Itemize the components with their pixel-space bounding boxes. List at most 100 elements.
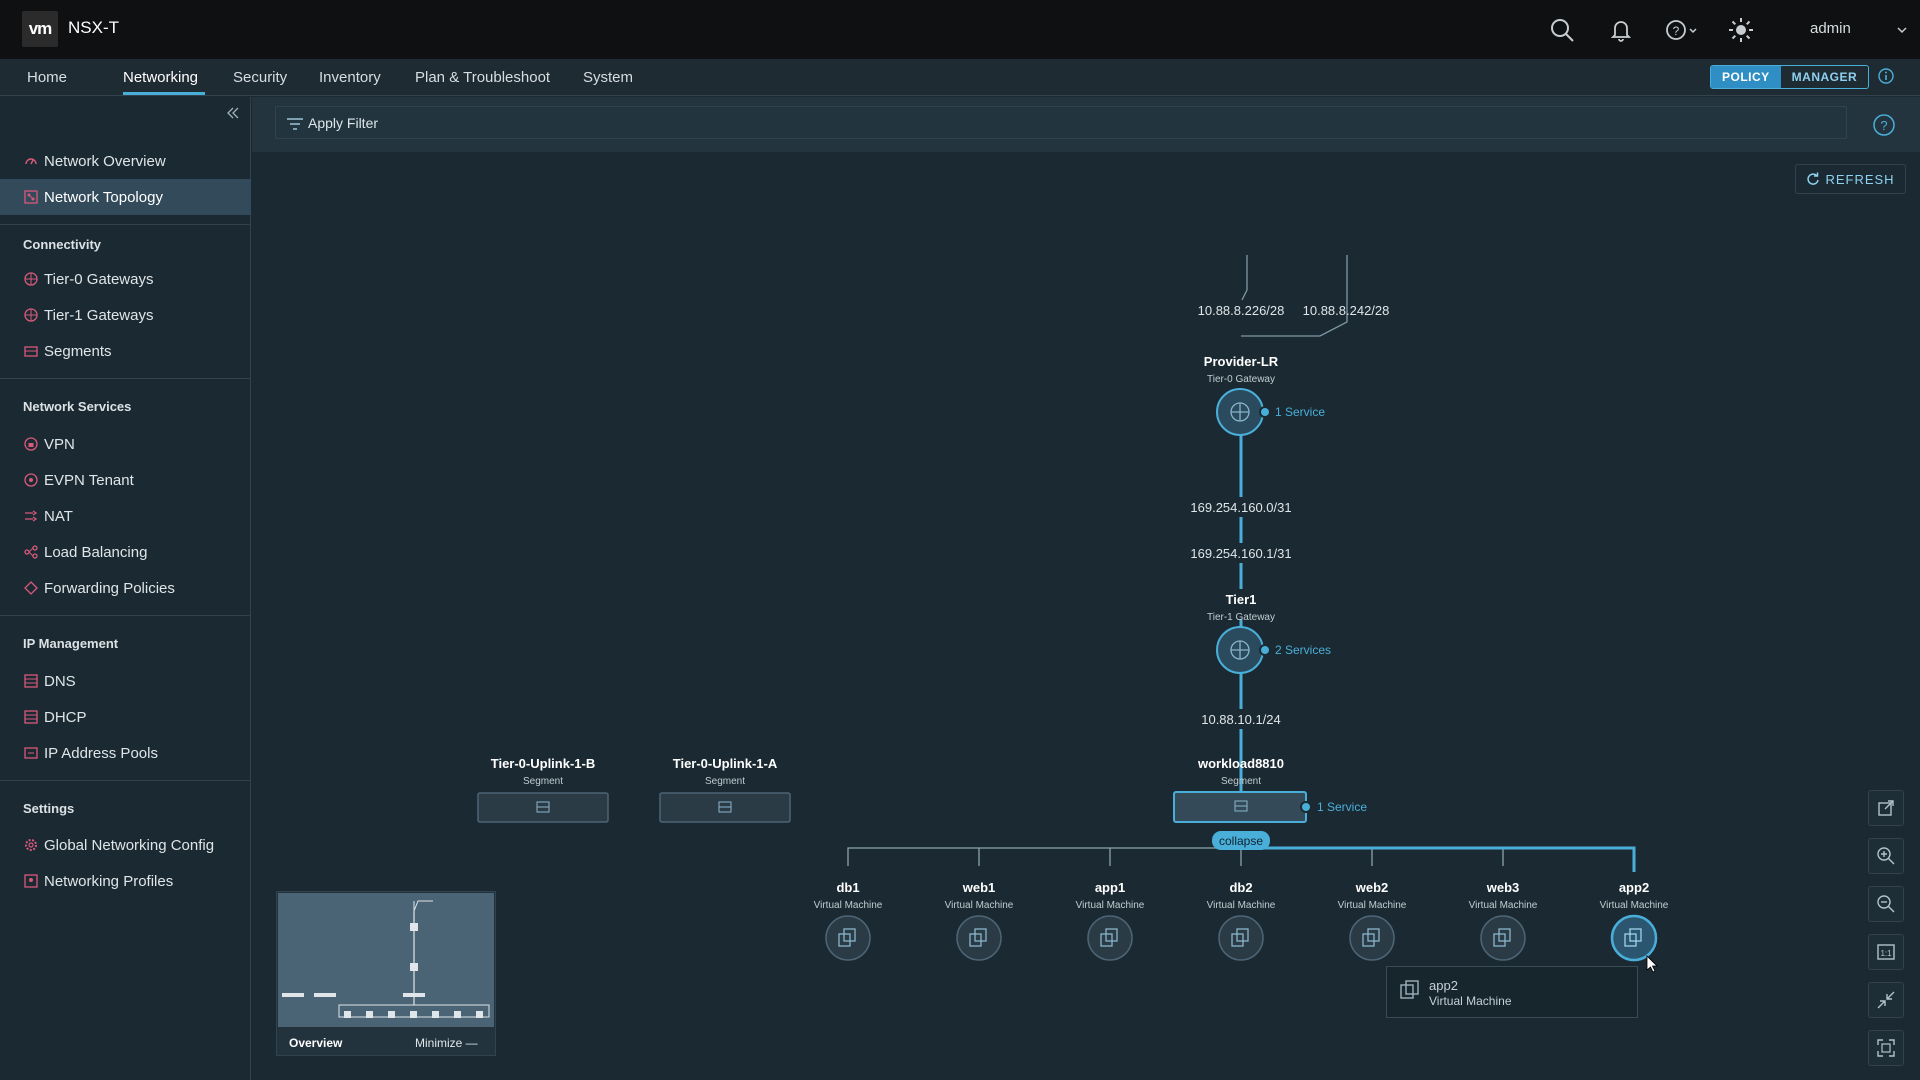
segment-icon <box>1234 800 1248 812</box>
transit-ip-label: 169.254.160.1/31 <box>1190 546 1291 561</box>
sidebar-item-label: Tier-1 Gateways <box>44 306 154 324</box>
overview-map[interactable] <box>278 893 494 1027</box>
sidebar-item-vpn[interactable]: VPN <box>0 426 251 462</box>
sidebar-item-label: IP Address Pools <box>44 744 158 762</box>
segment-icon <box>24 346 38 357</box>
nav-networking[interactable]: Networking <box>123 69 199 86</box>
filter-bar[interactable]: Apply Filter <box>275 106 1847 139</box>
overview-minimap[interactable]: Overview Minimize — <box>276 891 496 1056</box>
sidebar-divider <box>0 780 251 781</box>
service-indicator[interactable] <box>1259 644 1271 656</box>
collapse-label: collapse <box>1219 834 1263 848</box>
vm-node[interactable] <box>1480 915 1526 961</box>
main-nav: Home Networking Security Inventory Plan … <box>0 59 1920 96</box>
minimize-button[interactable]: Minimize — <box>415 1036 478 1050</box>
zoom-out-button[interactable] <box>1868 886 1904 922</box>
virtual-machine-icon <box>1624 928 1642 947</box>
help-menu-icon[interactable]: ? <box>1664 16 1700 44</box>
nav-system[interactable]: System <box>583 69 634 86</box>
vm-name: app1 <box>1095 880 1125 895</box>
search-icon[interactable] <box>1548 16 1576 44</box>
sidebar-item-network-topology[interactable]: Network Topology <box>0 179 251 215</box>
t1-services-link[interactable]: 2 Services <box>1275 643 1331 657</box>
sidebar-item-ip-address-pools[interactable]: IP Address Pools <box>0 735 251 771</box>
collapse-sidebar-icon[interactable] <box>226 106 240 120</box>
vm-node[interactable] <box>956 915 1002 961</box>
downlink-ip-label: 10.88.10.1/24 <box>1201 712 1281 727</box>
vm-node[interactable] <box>825 915 871 961</box>
help-icon[interactable]: ? <box>1872 113 1896 137</box>
svg-text:?: ? <box>1673 24 1680 38</box>
t0-gateway-name: Provider-LR <box>1204 354 1279 369</box>
uplink-line <box>1241 255 1348 337</box>
sidebar-item-evpn-tenant[interactable]: EVPN Tenant <box>0 462 251 498</box>
vm-node[interactable] <box>1218 915 1264 961</box>
vm-node[interactable] <box>1087 915 1133 961</box>
collapse-button[interactable] <box>1212 831 1270 850</box>
sidebar-item-dns[interactable]: DNS <box>0 663 251 699</box>
fit-to-screen-button[interactable] <box>1868 1030 1904 1066</box>
vm-drop-lines <box>978 848 1504 866</box>
export-button[interactable] <box>1868 790 1904 826</box>
uplink-line <box>1241 255 1248 301</box>
sidebar-item-tier1-gateways[interactable]: Tier-1 Gateways <box>0 297 251 333</box>
workload-segment-node[interactable] <box>1173 791 1307 823</box>
sidebar-item-global-networking-config[interactable]: Global Networking Config <box>0 827 251 863</box>
zoom-in-button[interactable] <box>1868 838 1904 874</box>
t0-gateway-type: Tier-0 Gateway <box>1207 374 1275 385</box>
svg-text:?: ? <box>1880 118 1887 133</box>
ip-pool-icon <box>24 747 38 759</box>
vm-node[interactable] <box>1349 915 1395 961</box>
sidebar-item-label: VPN <box>44 435 75 453</box>
notifications-bell-icon[interactable] <box>1607 16 1635 44</box>
service-indicator[interactable] <box>1300 801 1312 813</box>
dns-icon <box>24 674 38 688</box>
nav-inventory[interactable]: Inventory <box>319 69 381 86</box>
virtual-machine-icon <box>1100 928 1118 947</box>
sidebar-item-networking-profiles[interactable]: Networking Profiles <box>0 863 251 899</box>
minimap-drawing <box>282 900 490 1018</box>
sidebar-item-segments[interactable]: Segments <box>0 333 251 369</box>
theme-sun-icon[interactable] <box>1727 16 1755 44</box>
t1-gateway-type: Tier-1 Gateway <box>1207 612 1275 623</box>
sidebar: Network Overview Network Topology Connec… <box>0 97 251 1080</box>
info-icon[interactable] <box>1878 68 1894 84</box>
policy-mode-button[interactable]: POLICY <box>1711 66 1781 88</box>
collapse-arrows-icon <box>1877 991 1895 1009</box>
user-menu[interactable]: admin <box>1810 20 1851 37</box>
sidebar-item-dhcp[interactable]: DHCP <box>0 699 251 735</box>
segment-services-link[interactable]: 1 Service <box>1317 800 1367 814</box>
manager-mode-button[interactable]: MANAGER <box>1791 70 1858 84</box>
fit-screen-icon <box>1877 1039 1895 1057</box>
t0-services-link[interactable]: 1 Service <box>1275 405 1325 419</box>
sidebar-item-load-balancing[interactable]: Load Balancing <box>0 534 251 570</box>
sidebar-item-label: EVPN Tenant <box>44 471 134 489</box>
actual-size-button[interactable]: 1:1 <box>1868 934 1904 970</box>
service-indicator[interactable] <box>1259 406 1271 418</box>
sidebar-section-heading: Network Services <box>23 399 132 414</box>
sidebar-item-forwarding-policies[interactable]: Forwarding Policies <box>0 570 251 606</box>
collapse-view-button[interactable] <box>1868 982 1904 1018</box>
segment-type: Segment <box>1221 776 1261 787</box>
nav-security[interactable]: Security <box>233 69 288 86</box>
refresh-button[interactable]: REFRESH <box>1795 164 1906 194</box>
chevron-down-icon[interactable] <box>1896 24 1908 36</box>
svg-text:1:1: 1:1 <box>1880 949 1892 958</box>
label-backdrop <box>1197 709 1285 729</box>
sidebar-item-tier0-gateways[interactable]: Tier-0 Gateways <box>0 261 251 297</box>
virtual-machine-icon <box>1400 980 1419 999</box>
tooltip-type: Virtual Machine <box>1429 994 1512 1008</box>
network-overview-icon <box>25 158 37 165</box>
vpn-icon <box>24 437 38 451</box>
profiles-icon <box>24 874 38 888</box>
network-topology-icon <box>24 190 38 204</box>
vm-node[interactable] <box>1610 914 1658 962</box>
sidebar-item-network-overview[interactable]: Network Overview <box>0 143 251 179</box>
nav-plan-troubleshoot[interactable]: Plan & Troubleshoot <box>415 69 551 86</box>
vmware-logo[interactable]: vm <box>22 11 58 47</box>
vm-type: Virtual Machine <box>1338 900 1407 911</box>
sidebar-item-nat[interactable]: NAT <box>0 498 251 534</box>
sidebar-item-label: Tier-0 Gateways <box>44 270 154 288</box>
nav-home[interactable]: Home <box>27 69 68 86</box>
